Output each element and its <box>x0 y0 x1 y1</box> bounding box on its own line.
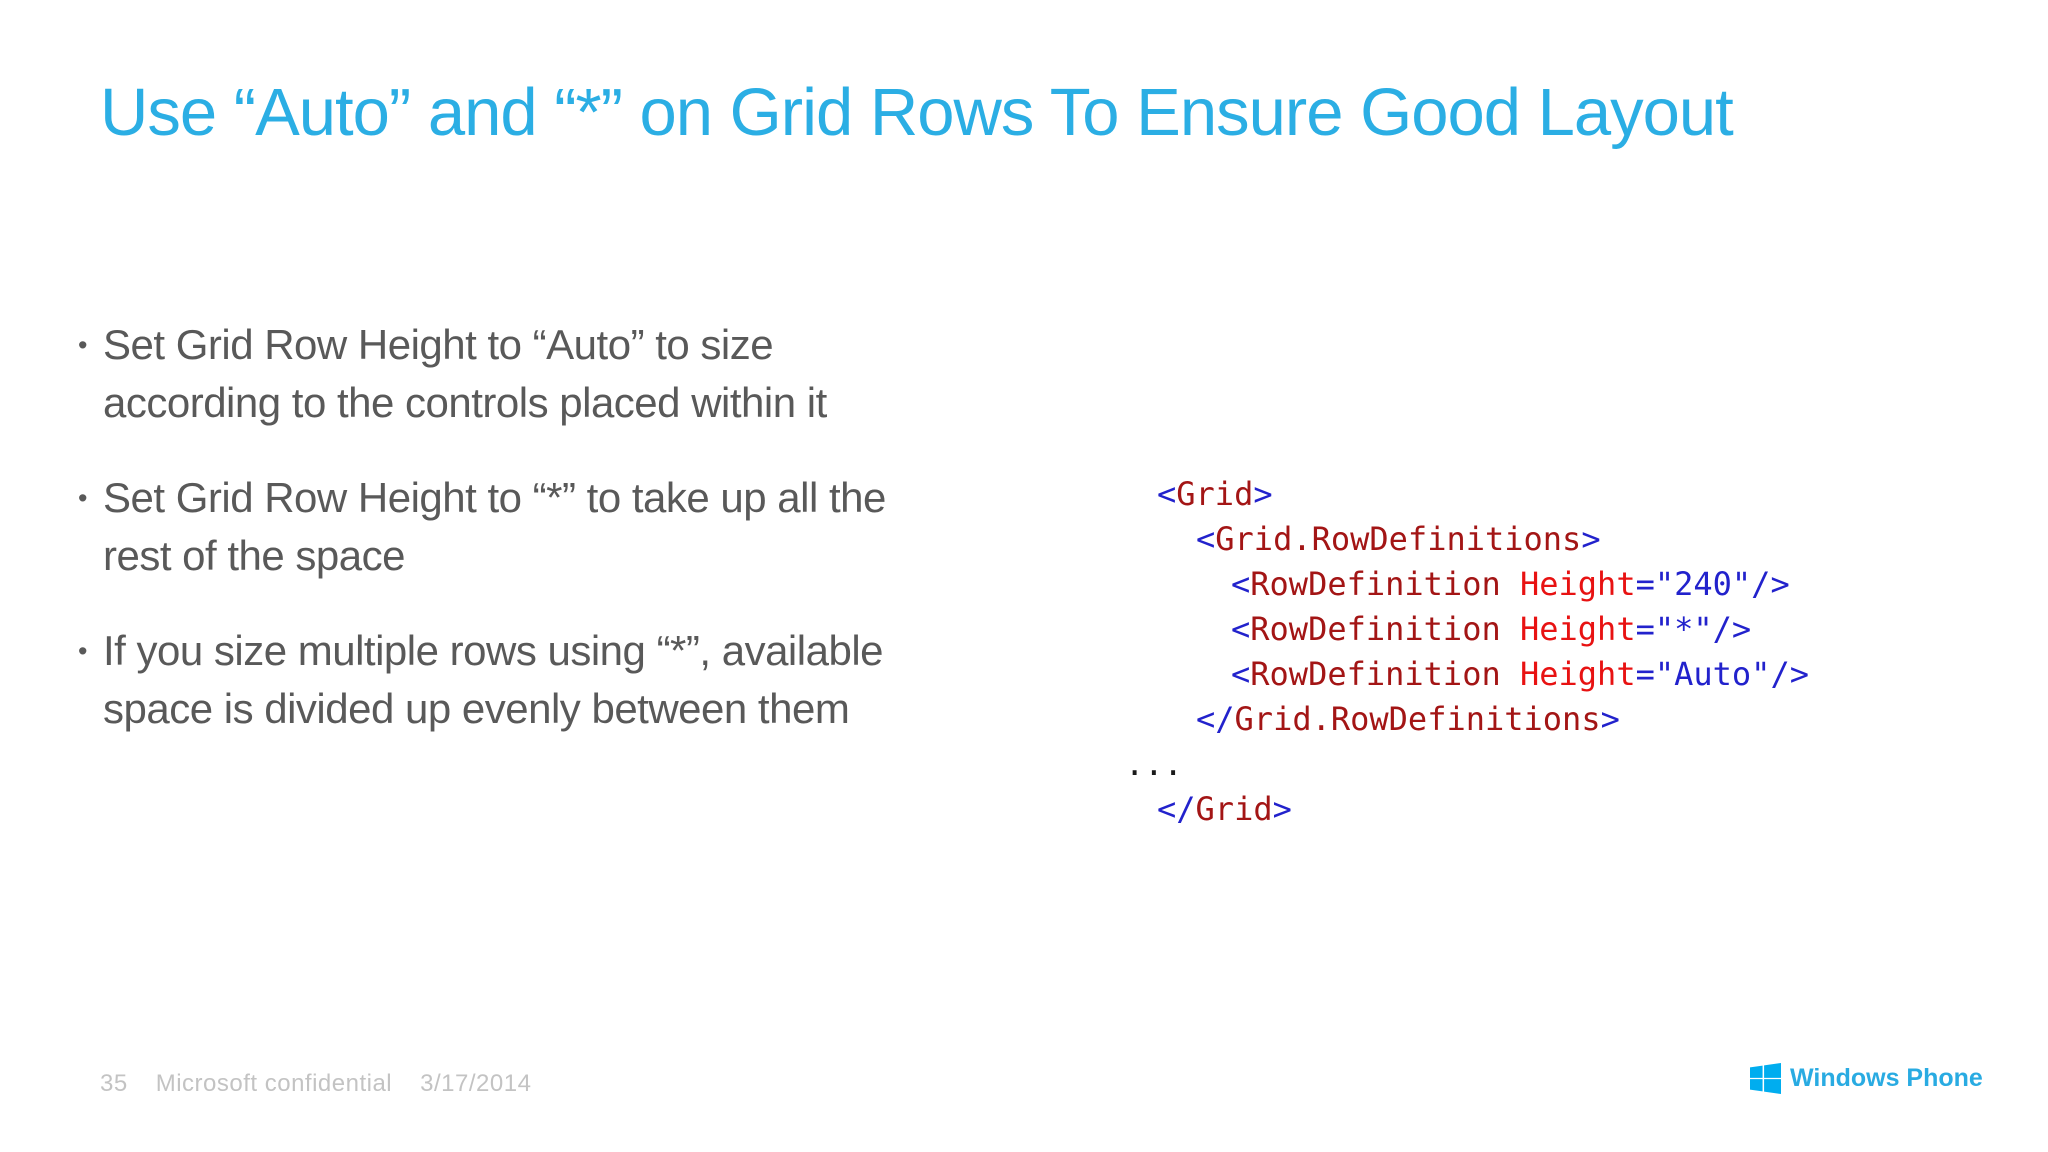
date-label: 3/17/2014 <box>420 1070 532 1097</box>
confidential-label: Microsoft confidential <box>155 1070 393 1097</box>
code-line: </Grid.RowDefinitions> <box>1196 700 1620 738</box>
bullet-item: • Set Grid Row Height to “*” to take up a… <box>78 469 1058 585</box>
windows-phone-logo: Windows Phone <box>1750 1063 1983 1094</box>
bullet-item: • If you size multiple rows using “*”, av… <box>78 622 1058 738</box>
bullet-text: Set Grid Row Height to “Auto” to size ac… <box>103 321 827 426</box>
windows-flag-icon <box>1750 1063 1781 1094</box>
bullet-marker-icon: • <box>78 330 88 360</box>
bullet-marker-icon: • <box>78 483 88 513</box>
page-number: 35 <box>100 1070 128 1097</box>
code-line: <RowDefinition Height="240"/> <box>1231 565 1790 603</box>
code-line: <RowDefinition Height="Auto"/> <box>1231 655 1809 693</box>
bullet-list: • Set Grid Row Height to “Auto” to size a… <box>78 316 1058 775</box>
code-block: <Grid> <Grid.RowDefinitions> <RowDefinitio… <box>1125 472 1809 832</box>
bullet-item: • Set Grid Row Height to “Auto” to size a… <box>78 316 1058 432</box>
code-line: <RowDefinition Height="*"/> <box>1231 610 1752 648</box>
code-line: <Grid.RowDefinitions> <box>1196 520 1601 558</box>
bullet-text: If you size multiple rows using “*”, ava… <box>103 627 884 732</box>
slide-footer: 35 Microsoft confidential 3/17/2014 <box>100 1070 531 1098</box>
code-line: </Grid> <box>1157 790 1292 828</box>
code-line: ... <box>1125 745 1183 783</box>
slide-title: Use “Auto” and “*” on Grid Rows To Ensur… <box>100 75 1734 150</box>
windows-phone-wordmark: Windows Phone <box>1790 1064 1983 1092</box>
bullet-marker-icon: • <box>78 636 88 666</box>
code-line: <Grid> <box>1157 475 1273 513</box>
bullet-text: Set Grid Row Height to “*” to take up al… <box>103 474 886 579</box>
